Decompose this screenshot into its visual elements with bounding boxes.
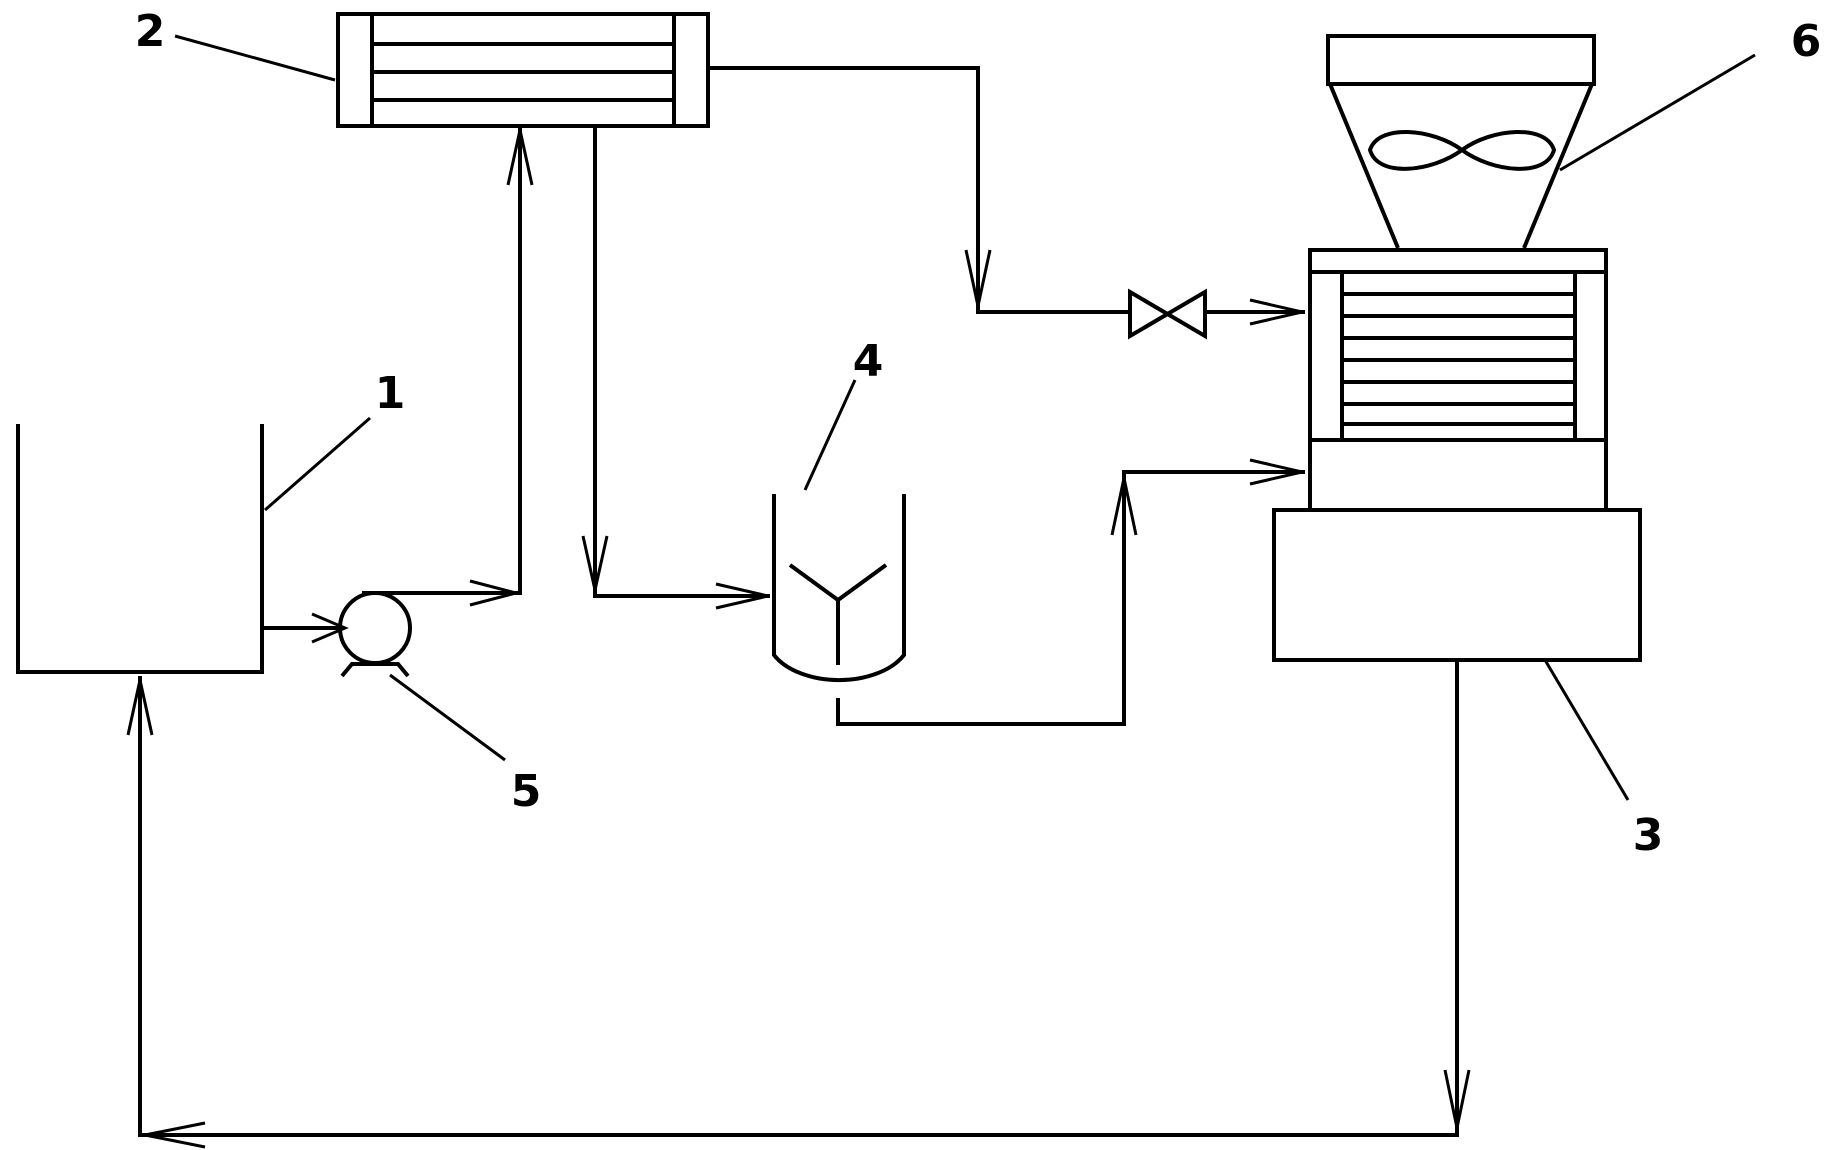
- pipe-vessel-to-cooling: [836, 470, 1305, 726]
- arrow-into-pump: [311, 612, 349, 644]
- cooling-unit-label: 3: [1633, 810, 1664, 861]
- mixing-vessel: [772, 494, 906, 683]
- arrow-left-return: [144, 1121, 206, 1149]
- arrow-up-to-cooling: [1110, 477, 1138, 536]
- pipe-pump-to-exchanger: [362, 128, 522, 595]
- fan-hood-label: 6: [1791, 16, 1822, 67]
- valve: [1128, 288, 1207, 340]
- arrow-into-cooling-side: [1249, 458, 1303, 486]
- pump-label: 5: [511, 766, 542, 817]
- mixing-vessel-label: 4: [853, 336, 884, 387]
- arrow-down-to-valve-line: [964, 249, 992, 307]
- cooling-unit-leader: [1543, 659, 1630, 801]
- fan-hood-leader: [1559, 53, 1756, 172]
- arrow-into-vessel: [715, 582, 769, 610]
- pump: [338, 591, 412, 678]
- cooling-unit: [1272, 248, 1642, 662]
- mixing-vessel-leader: [803, 379, 857, 491]
- tank: [16, 424, 264, 674]
- arrow-down-return: [1443, 1069, 1471, 1129]
- arrow-into-cooling-top: [1249, 298, 1303, 326]
- heat-exchanger-leader: [174, 34, 336, 82]
- pump-leader: [389, 673, 506, 762]
- heat-exchanger: [336, 12, 710, 128]
- pipe-return-to-tank: [138, 660, 1459, 1137]
- fan-hood: [1326, 34, 1596, 249]
- arrow-up-to-exchanger: [506, 129, 534, 186]
- arrow-pump-outlet: [469, 579, 522, 607]
- flow-arrows: [126, 129, 1471, 1149]
- pipe-exchanger-to-vessel: [593, 128, 770, 598]
- arrow-up-to-tank: [126, 679, 154, 736]
- tank-leader: [264, 416, 371, 512]
- heat-exchanger-label: 2: [135, 6, 166, 57]
- pipe-exchanger-to-cooling: [708, 66, 1130, 314]
- pipes: [138, 66, 1459, 1137]
- arrow-down-from-exchanger: [581, 535, 609, 591]
- tank-label: 1: [375, 368, 406, 419]
